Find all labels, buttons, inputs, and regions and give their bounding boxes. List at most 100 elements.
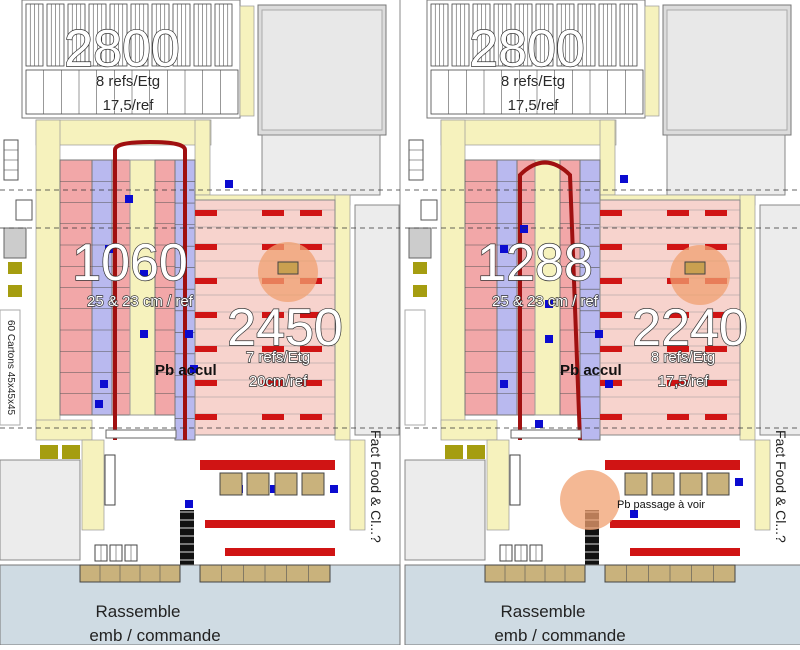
pallet [679,472,703,496]
storage-room-inner [666,9,788,131]
blue-marker [545,300,553,308]
blue-marker [535,420,543,428]
zone-top-line2: 17,5/ref [103,97,155,114]
red-rack-end [262,380,284,386]
olive-block [8,262,22,274]
blue-marker [605,380,613,388]
bottom-left-room [404,459,486,561]
red-rack-end [195,210,217,216]
dock-red-bar [200,460,335,470]
olive-block [445,445,463,459]
corridor-bottom-left2 [81,439,105,531]
blue-marker [500,380,508,388]
zone-left-value: 1060 [72,234,188,292]
red-rack-end [300,244,322,250]
passage-highlight-circle [560,470,620,530]
red-rack-end [705,346,727,352]
blue-marker [630,510,638,518]
red-rack-end [600,346,622,352]
small-rack [509,454,521,506]
conveyor-loop [113,139,187,440]
small-rack [104,454,116,506]
dock-red-bar [205,520,335,528]
pallet [624,472,648,496]
dock-red-bar [610,520,740,528]
side-right-label: Fact Food & Cl...? [368,430,384,543]
highlight-circle [670,245,730,305]
dispatch-label-line1: Rassemble [500,602,585,621]
left-label-strip [404,309,426,426]
blue-marker [185,330,193,338]
red-rack-end [262,346,284,352]
aisle-mid [534,159,562,416]
storage-room-mid [261,134,381,196]
zone-right-line2: 20cm/ref [249,373,308,390]
pallet [219,472,243,496]
highlight-rack [277,261,299,275]
red-rack-end [600,210,622,216]
red-rack-end [667,346,689,352]
zone-right-line1: 7 refs/Etg [246,349,310,366]
red-rack-end [195,244,217,250]
red-rack-end [600,244,622,250]
red-rack-end [300,414,322,420]
problem-label: Pb accul [155,362,217,379]
blue-marker [270,485,278,493]
red-rack-end [195,380,217,386]
aisle-mid [129,159,157,416]
zone-right-value: 2240 [632,299,748,357]
side-left-label: 60 Cartons 45x45x45 [5,320,16,416]
blue-marker [140,330,148,338]
right-side-room [759,204,800,436]
passage-label: Pb passage à voir [617,499,705,511]
red-rack-end [667,312,689,318]
corridor-right-upper [599,119,616,196]
pallet [651,472,675,496]
blue-marker [500,245,508,253]
red-rack-end [195,414,217,420]
red-rack-end [667,380,689,386]
blue-marker [125,195,133,203]
blue-marker [140,270,148,278]
red-rack-end [667,210,689,216]
loop-base [105,429,177,439]
red-rack-end [705,414,727,420]
side-right-label: Fact Food & Cl...? [773,430,789,543]
dispatch-label-line2: emb / commande [494,626,625,645]
blue-marker [620,175,628,183]
red-rack-end [705,210,727,216]
red-rack-end [705,244,727,250]
blue-marker [545,335,553,343]
blue-marker [330,485,338,493]
corridor-left [35,119,61,426]
blue-marker [100,380,108,388]
corridor-right-upper [194,119,211,196]
zone-left-line1: 25 & 23 cm / ref [87,293,194,310]
olive-block [40,445,58,459]
corridor-top [440,119,617,146]
blue-marker [520,225,528,233]
problem-label: Pb accul [560,362,622,379]
left-rack-small [15,199,33,221]
corridor-bottom-right [349,439,366,531]
olive-block [413,262,427,274]
right-side-room [354,204,400,436]
storage-room-mid [666,134,786,196]
left-label-strip [0,309,21,426]
dispatch-pallets [79,564,181,583]
red-rack-end [705,380,727,386]
zone-right-line2: 17,5/ref [658,373,710,390]
dispatch-label-line1: Rassemble [95,602,180,621]
pallet [246,472,270,496]
blue-marker [105,245,113,253]
red-rack-end [667,414,689,420]
corridor-vertical-top [239,5,255,117]
storage-room-inner [261,9,383,131]
bottom-left-room [0,459,81,561]
highlight-rack [684,261,706,275]
pallet [706,472,730,496]
zone-left-line1: 25 & 23 cm / ref [492,293,599,310]
blue-marker [190,365,198,373]
